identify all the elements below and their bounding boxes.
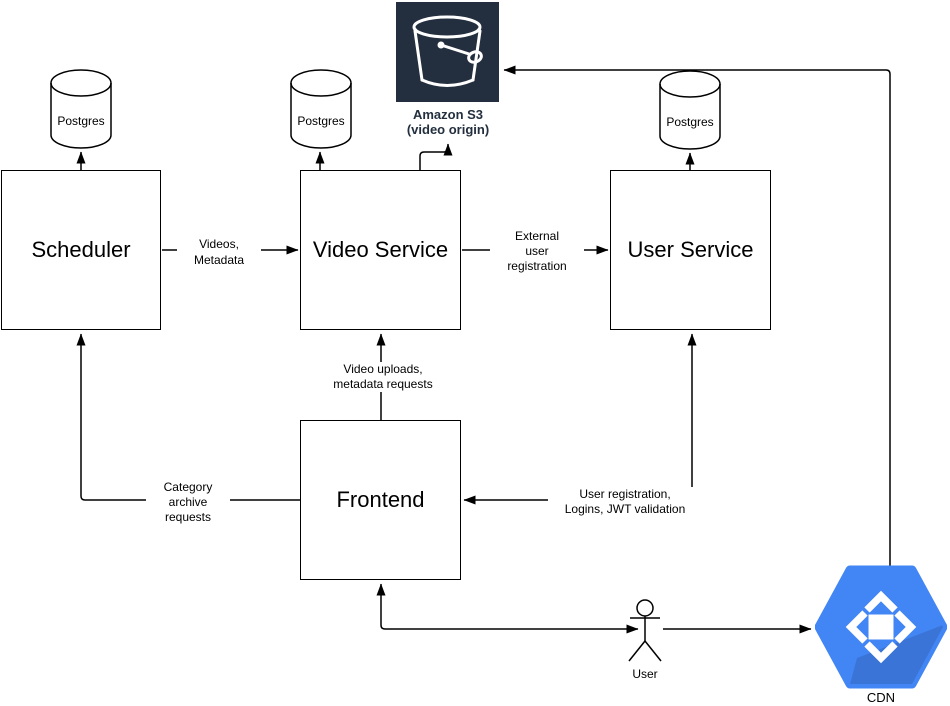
postgres-label: Postgres <box>666 115 714 129</box>
edge-label-external-registration: External user registration <box>490 229 584 274</box>
database-cylinder-icon <box>50 69 112 149</box>
postgres-label: Postgres <box>57 114 105 128</box>
node-video-service: Video Service <box>300 170 461 330</box>
node-amazon-s3 <box>396 2 499 102</box>
edge-label-video-uploads: Video uploads, metadata requests <box>311 362 455 392</box>
edge-frontend-user <box>376 583 639 634</box>
node-postgres-user: Postgres <box>659 70 721 150</box>
node-scheduler-label: Scheduler <box>31 237 131 262</box>
node-user-service: User Service <box>610 170 771 330</box>
node-user-service-label: User Service <box>627 237 754 262</box>
edge-label-videos-metadata: Videos, Metadata <box>177 236 261 268</box>
edge-cdn-to-s3 <box>503 65 891 570</box>
user-label: User <box>632 667 658 681</box>
user-actor-icon <box>628 599 662 662</box>
postgres-label: Postgres <box>297 114 345 128</box>
s3-label: Amazon S3 (video origin) <box>366 107 530 137</box>
node-postgres-scheduler: Postgres <box>50 69 112 149</box>
edge-videoservice-to-s3 <box>419 143 453 170</box>
database-cylinder-icon <box>659 70 721 150</box>
cdn-hexagon-icon <box>815 565 947 689</box>
node-video-service-label: Video Service <box>312 237 449 262</box>
edge-label-category-archive: Category archive requests <box>146 480 230 525</box>
node-scheduler: Scheduler <box>1 170 161 330</box>
edge-frontend-userservice <box>463 333 697 505</box>
edge-frontend-to-scheduler <box>76 333 300 501</box>
cdn-chevron-up <box>864 590 898 613</box>
cdn-chevron-left <box>845 610 868 644</box>
cdn-chevron-down <box>864 641 898 664</box>
database-cylinder-icon <box>290 69 352 149</box>
edge-label-user-registration: User registration, Logins, JWT validatio… <box>548 487 702 517</box>
s3-label-line2: (video origin) <box>406 122 490 137</box>
cdn-label: CDN <box>866 690 896 705</box>
s3-label-line1: Amazon S3 <box>412 107 484 122</box>
s3-bucket-icon <box>412 15 483 87</box>
node-postgres-video: Postgres <box>290 69 352 149</box>
node-frontend: Frontend <box>300 420 461 580</box>
cdn-chevron-right <box>894 610 917 644</box>
node-frontend-label: Frontend <box>336 487 425 512</box>
